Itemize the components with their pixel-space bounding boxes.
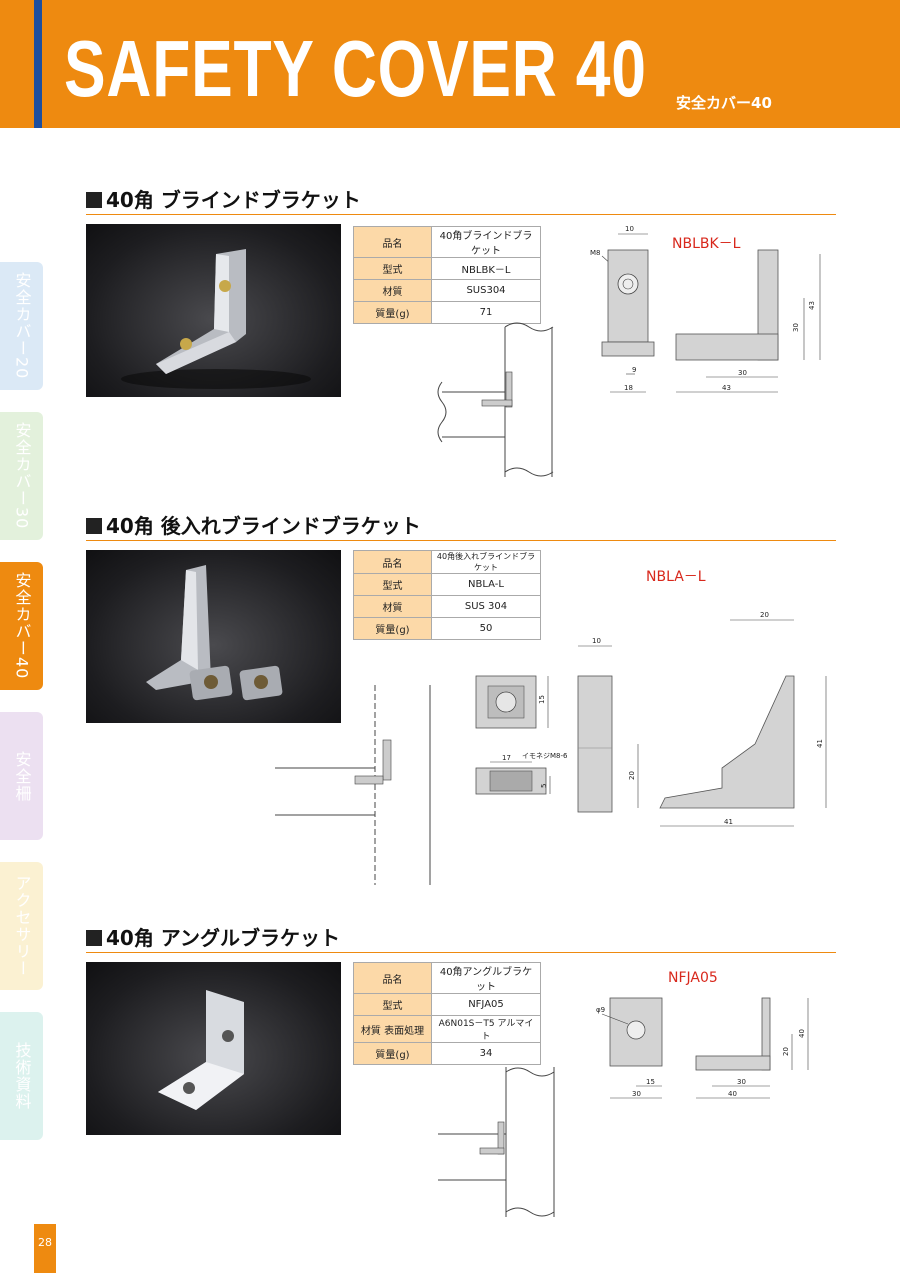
product-photo-blind-bracket [86,224,341,397]
side-tab-cover20[interactable]: 安全カバー20 [0,262,43,390]
page-number: 28 [34,1224,56,1273]
svg-text:43: 43 [808,301,816,310]
side-tab-accessory[interactable]: アクセサリー [0,862,43,990]
svg-text:10: 10 [625,225,634,233]
svg-text:41: 41 [724,818,733,826]
model-code: NFJA05 [668,970,718,986]
svg-text:20: 20 [628,771,636,780]
product-photo-angle-bracket [86,962,341,1135]
svg-text:43: 43 [722,384,731,392]
dimension-drawing-blind-bracket: 10 M8 9 18 30 43 30 43 [590,225,821,393]
svg-text:15: 15 [538,695,546,704]
svg-text:9: 9 [632,366,636,374]
svg-text:φ9: φ9 [596,1006,605,1014]
section-divider [86,214,836,215]
page-header: SAFETY COVER 40 安全カバー40 [0,0,900,128]
section-title-rear-blind-bracket: 40角 後入れブラインドブラケット [86,510,421,539]
install-diagram-rear-blind-bracket [275,685,431,885]
svg-text:30: 30 [632,1090,641,1098]
side-tab-cover30[interactable]: 安全カバー30 [0,412,43,540]
dimension-drawing-angle-bracket: φ9 15 30 30 40 20 40 [596,997,809,1099]
side-tab-fence[interactable]: 安全柵 [0,712,43,840]
model-code: NBLA－L [646,569,706,585]
square-bullet-icon [86,930,102,946]
svg-text:20: 20 [782,1047,790,1056]
svg-text:20: 20 [760,611,769,619]
svg-text:30: 30 [737,1078,746,1086]
install-diagram-blind-bracket [437,322,554,477]
section-title-angle-bracket: 40角 アングルブラケット [86,922,340,951]
section-divider [86,952,836,953]
svg-text:40: 40 [798,1029,806,1038]
side-tab-technical[interactable]: 技術資料 [0,1012,43,1140]
section-divider [86,540,836,541]
page-subtitle: 安全カバー40 [676,94,772,112]
square-bullet-icon [86,192,102,208]
install-diagram-angle-bracket [438,1067,555,1217]
svg-text:15: 15 [646,1078,655,1086]
product-photo-rear-blind-bracket [86,550,341,723]
side-tab-cover40[interactable]: 安全カバー40 [0,562,43,690]
svg-text:M8: M8 [590,249,601,257]
svg-text:30: 30 [792,323,800,332]
svg-text:40: 40 [728,1090,737,1098]
header-accent-bar [34,0,42,128]
svg-text:17: 17 [502,754,511,762]
model-code: NBLBK－L [672,236,741,252]
svg-text:5: 5 [540,784,548,788]
svg-text:41: 41 [816,739,824,748]
svg-text:18: 18 [624,384,633,392]
page-title: SAFETY COVER 40 [64,24,647,113]
square-bullet-icon [86,518,102,534]
svg-text:イモネジM8-6: イモネジM8-6 [522,752,568,760]
section-title-blind-bracket: 40角 ブラインドブラケット [86,184,361,213]
svg-text:10: 10 [592,637,601,645]
dimension-drawing-rear-blind-bracket: 15 17 イモネジM8-6 5 10 20 41 20 41 [475,611,827,827]
svg-text:30: 30 [738,369,747,377]
